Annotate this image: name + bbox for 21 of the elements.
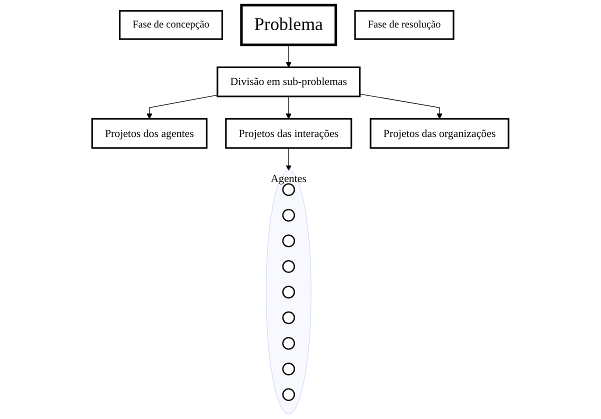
node-circle [282, 234, 296, 248]
node-circle [282, 260, 296, 273]
node-circle [282, 362, 296, 376]
node-circle [282, 183, 296, 196]
node-box: Projetos das organizações [370, 118, 510, 149]
node-box: Projetos das interações [225, 118, 352, 149]
node-box: Projetos dos agentes [92, 118, 208, 149]
node-circle [282, 311, 296, 324]
arrow [286, 44, 292, 68]
node-box: Divisão em sub-problemas [216, 66, 361, 98]
node-box: Problema [240, 4, 338, 46]
node-circle [282, 286, 296, 299]
node-box: Fase de concepção [119, 10, 224, 40]
node-box: Fase de resolução [354, 10, 454, 40]
arrow [360, 94, 443, 120]
node-circle [282, 208, 296, 222]
arrow [286, 96, 292, 120]
node-circle [282, 388, 296, 402]
arrow [286, 148, 292, 171]
arrow [146, 94, 218, 120]
node-circle [282, 336, 296, 350]
